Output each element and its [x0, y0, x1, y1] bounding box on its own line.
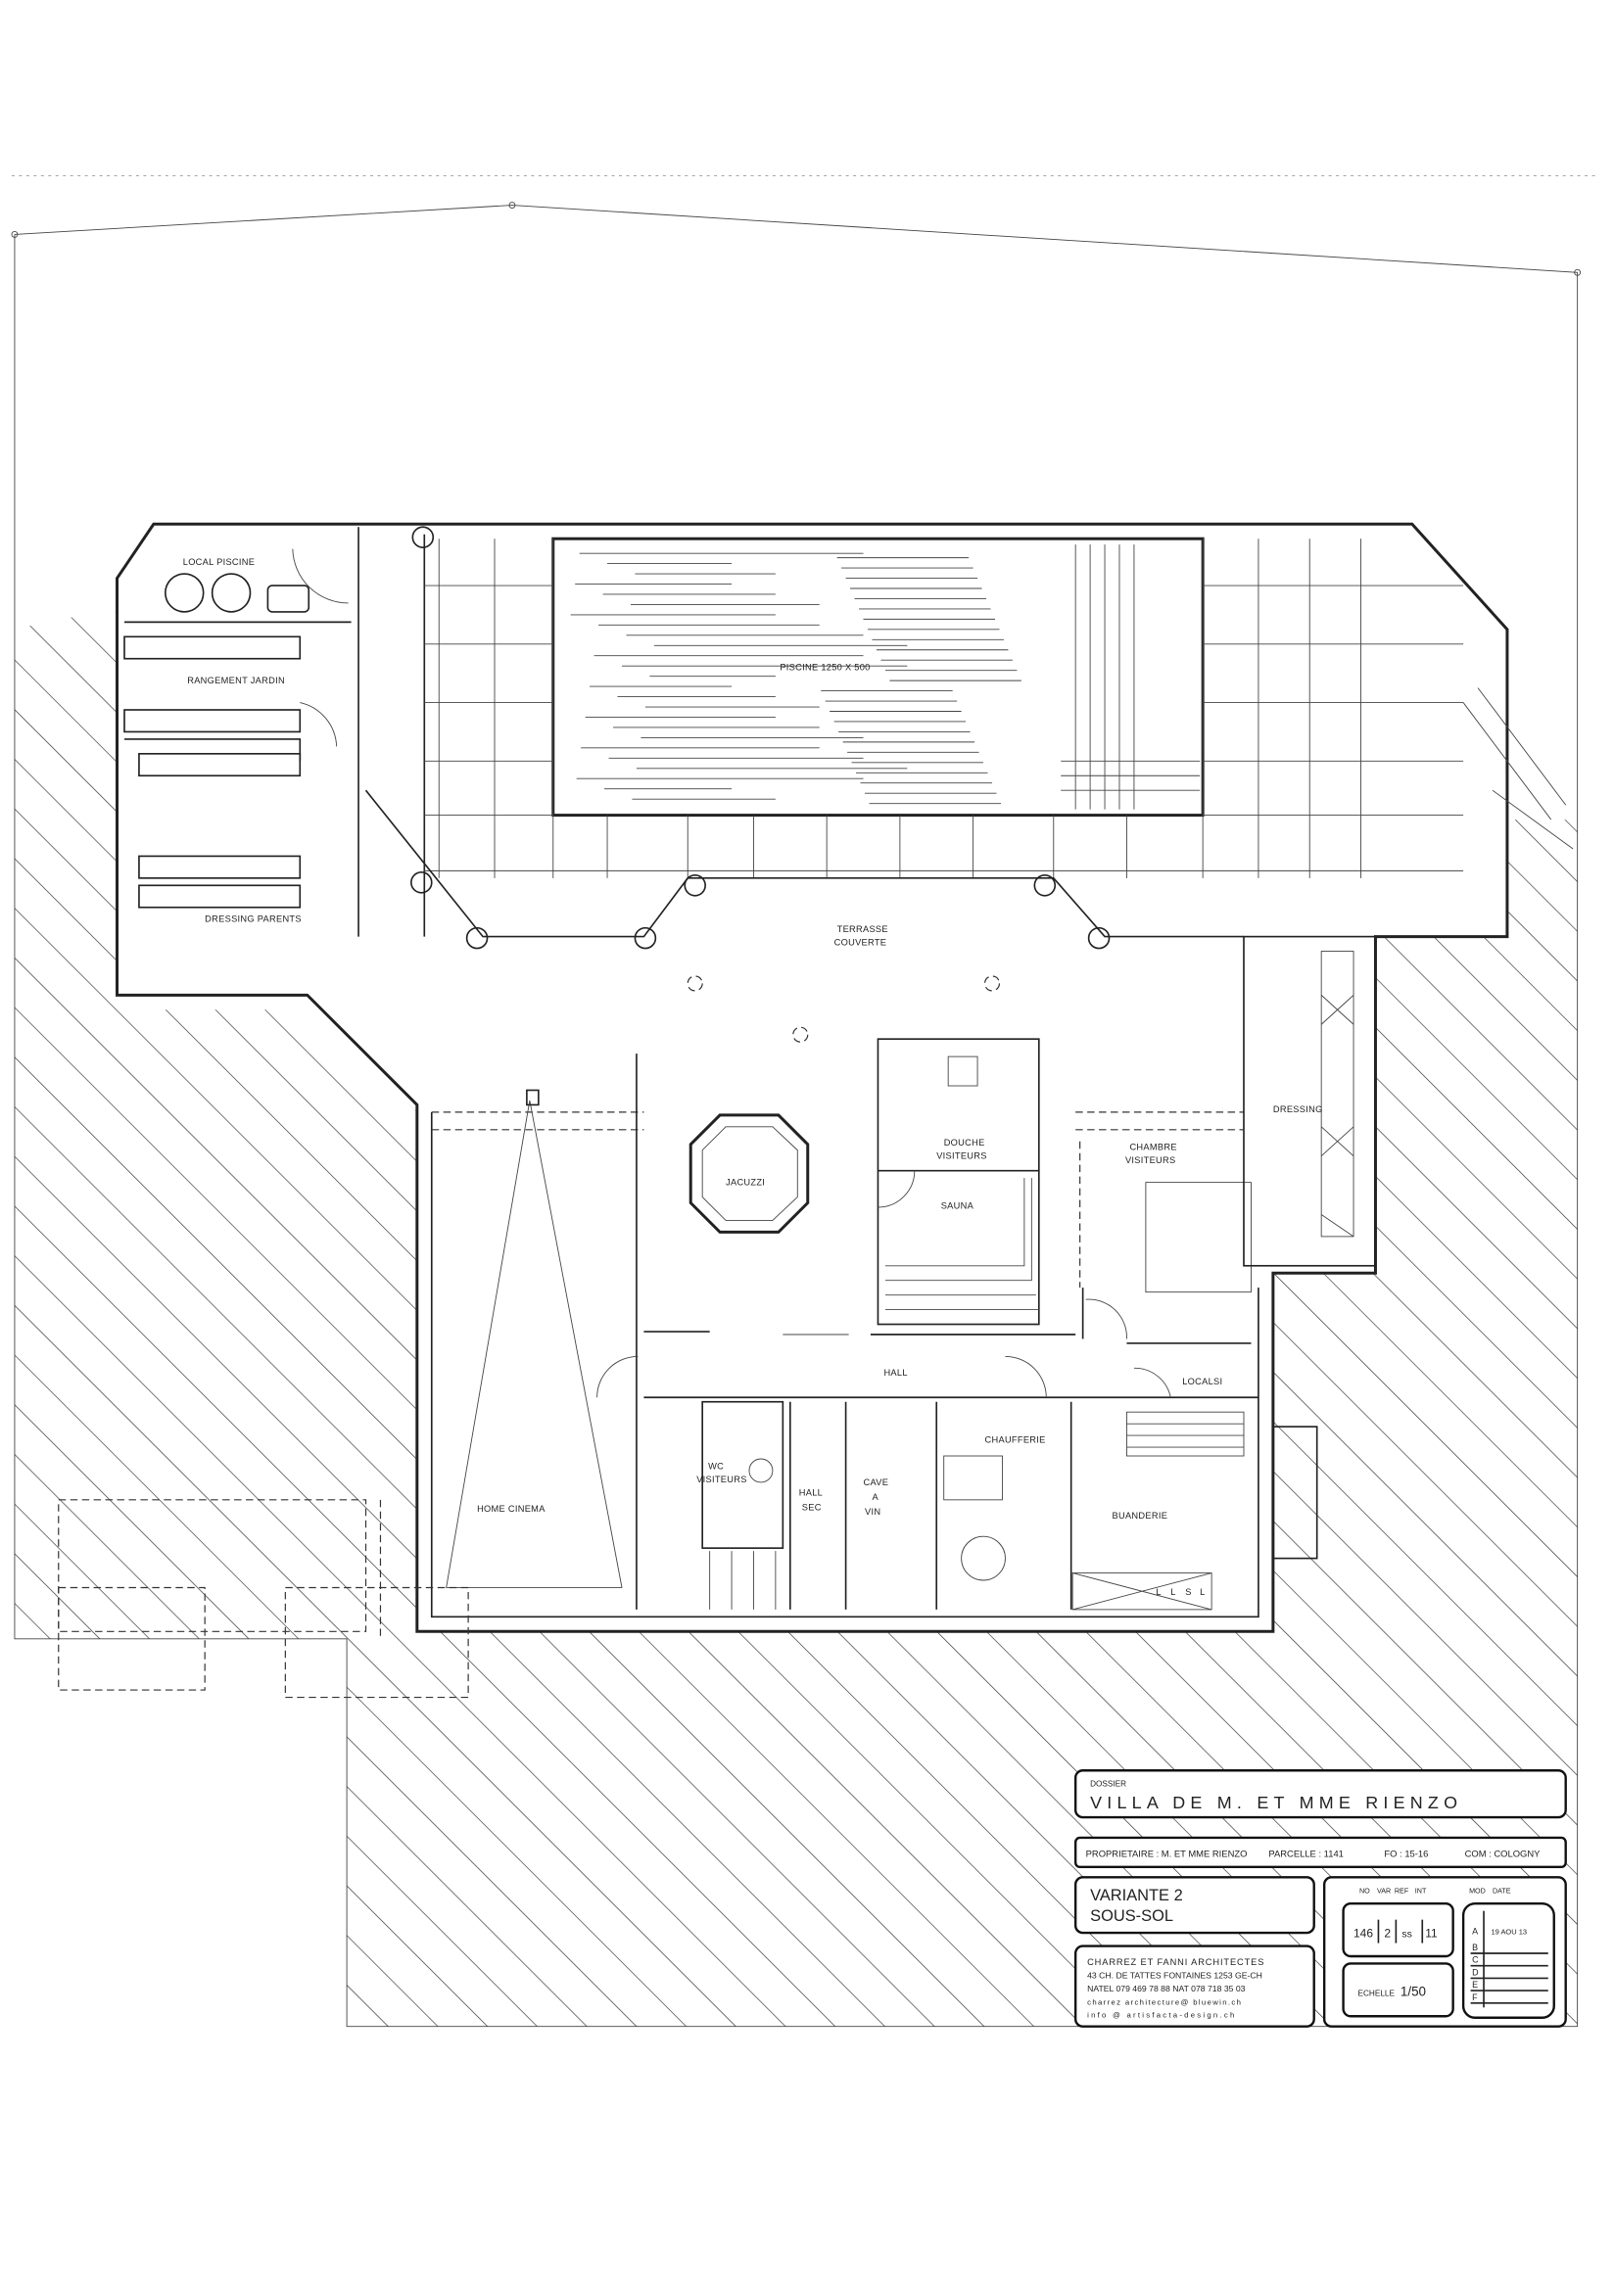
room-label-cave: A	[872, 1492, 878, 1502]
appliance-label: L	[1170, 1587, 1175, 1597]
ref-value: 146	[1353, 1927, 1373, 1941]
mod-header: MOD	[1469, 1888, 1486, 1896]
ref-value: 11	[1425, 1927, 1438, 1941]
room-label-dressing-parents: DRESSING PARENTS	[205, 914, 302, 924]
room-label-douche: VISITEURS	[936, 1151, 987, 1161]
column-dashed-icon	[792, 1026, 809, 1043]
architect-email: charrez architecture@ bluewin.ch	[1087, 1997, 1242, 2006]
room-label-sauna: SAUNA	[941, 1201, 974, 1211]
fo: FO : 15-16	[1384, 1848, 1428, 1858]
pool-terrace	[364, 523, 1574, 1043]
room-label-local-piscine: LOCAL PISCINE	[183, 557, 255, 567]
pool	[551, 537, 1205, 818]
architect-address: 43 CH. DE TATTES FONTAINES 1253 GE-CH	[1087, 1970, 1262, 1980]
mod-letter: D	[1472, 1967, 1479, 1977]
shower-tray	[947, 1055, 978, 1087]
hatched-ground	[14, 611, 1578, 2027]
room-label-chambre: VISITEURS	[1125, 1155, 1176, 1165]
proprietaire: PROPRIETAIRE : M. ET MME RIENZO	[1086, 1848, 1248, 1858]
room-label-hall-sec: SEC	[802, 1502, 822, 1512]
room-label-home-cinema: HOME CINEMA	[477, 1504, 546, 1514]
date-header: DATE	[1493, 1888, 1511, 1896]
dashed-outline	[58, 1499, 469, 1699]
room-label-buanderie: BUANDERIE	[1113, 1511, 1168, 1521]
room-label-dressing: DRESSING	[1273, 1104, 1323, 1114]
appliance-label: S	[1185, 1587, 1191, 1597]
mod-letter: F	[1472, 1992, 1478, 2002]
room-label-wc: WC	[708, 1461, 724, 1471]
architect-name: CHARREZ ET FANNI ARCHITECTES	[1087, 1957, 1264, 1967]
echelle-label: ECHELLE	[1358, 1989, 1396, 1997]
architect-email: info @ artisfacta-design.ch	[1087, 2011, 1236, 2020]
left-wing	[123, 527, 359, 937]
variante: VARIANTE 2	[1090, 1887, 1183, 1904]
column-icon	[1087, 926, 1111, 950]
room-label-piscine: PISCINE 1250 X 500	[780, 663, 870, 673]
mod-letter: E	[1472, 1980, 1478, 1990]
ref-header: REF	[1395, 1888, 1409, 1896]
ref-value: ss	[1401, 1930, 1411, 1941]
architect-phones: NATEL 079 469 78 88 NAT 078 718 35 03	[1087, 1984, 1246, 1993]
jacuzzi-tub	[688, 1113, 810, 1234]
commune: COM : COLOGNY	[1465, 1848, 1542, 1858]
column-icon	[410, 871, 433, 894]
room-label-cave: CAVE	[864, 1477, 889, 1487]
ref-header: NO	[1359, 1888, 1370, 1896]
room-label-hall: HALL	[883, 1368, 907, 1378]
bed	[1145, 1182, 1252, 1293]
dossier-title: VILLA DE M. ET MME RIENZO	[1090, 1793, 1462, 1812]
title-block: DOSSIER VILLA DE M. ET MME RIENZO PROPRI…	[1073, 1769, 1567, 2028]
mod-letter: A	[1472, 1927, 1478, 1937]
room-label-chaufferie: CHAUFFERIE	[985, 1435, 1046, 1445]
appliance-label: L	[1156, 1587, 1161, 1597]
column-icon	[411, 526, 435, 548]
room-label-terrasse: COUVERTE	[834, 938, 887, 948]
screen-projection	[446, 1100, 623, 1588]
room-label-chambre: CHAMBRE	[1129, 1143, 1176, 1152]
column-icon	[634, 926, 657, 950]
main-block	[430, 935, 1377, 1618]
mod-letter: B	[1472, 1943, 1478, 1952]
column-dashed-icon	[983, 975, 1001, 992]
room-label-rangement-jardin: RANGEMENT JARDIN	[187, 676, 285, 685]
dossier-label: DOSSIER	[1090, 1780, 1126, 1789]
room-label-wc: VISITEURS	[696, 1475, 747, 1484]
parcelle: PARCELLE : 1141	[1268, 1848, 1344, 1858]
column-icon	[684, 874, 706, 897]
column-icon	[1033, 874, 1057, 897]
room-label-hall-sec: HALL	[799, 1487, 823, 1497]
room-label-jacuzzi: JACUZZI	[726, 1178, 765, 1188]
column-dashed-icon	[687, 975, 703, 992]
mod-letter: C	[1472, 1955, 1479, 1965]
filter-tank	[211, 573, 252, 613]
column-icon	[465, 926, 489, 950]
echelle-value: 1/50	[1400, 1984, 1426, 1998]
mod-date: 19 AOU 13	[1491, 1928, 1527, 1937]
niveau: SOUS-SOL	[1090, 1907, 1173, 1925]
room-label-cave: VIN	[865, 1507, 880, 1517]
room-label-douche: DOUCHE	[944, 1138, 985, 1148]
ref-value: 2	[1384, 1927, 1391, 1941]
appliance-label: L	[1200, 1587, 1205, 1597]
filter-tank	[165, 573, 205, 613]
room-labels: LOCAL PISCINE RANGEMENT JARDIN DRESSING …	[183, 557, 1323, 1597]
room-label-local-si: LOCALSI	[1182, 1377, 1222, 1386]
ref-header: VAR	[1377, 1888, 1391, 1896]
ref-header: INT	[1415, 1888, 1427, 1896]
room-label-terrasse: TERRASSE	[837, 924, 888, 934]
